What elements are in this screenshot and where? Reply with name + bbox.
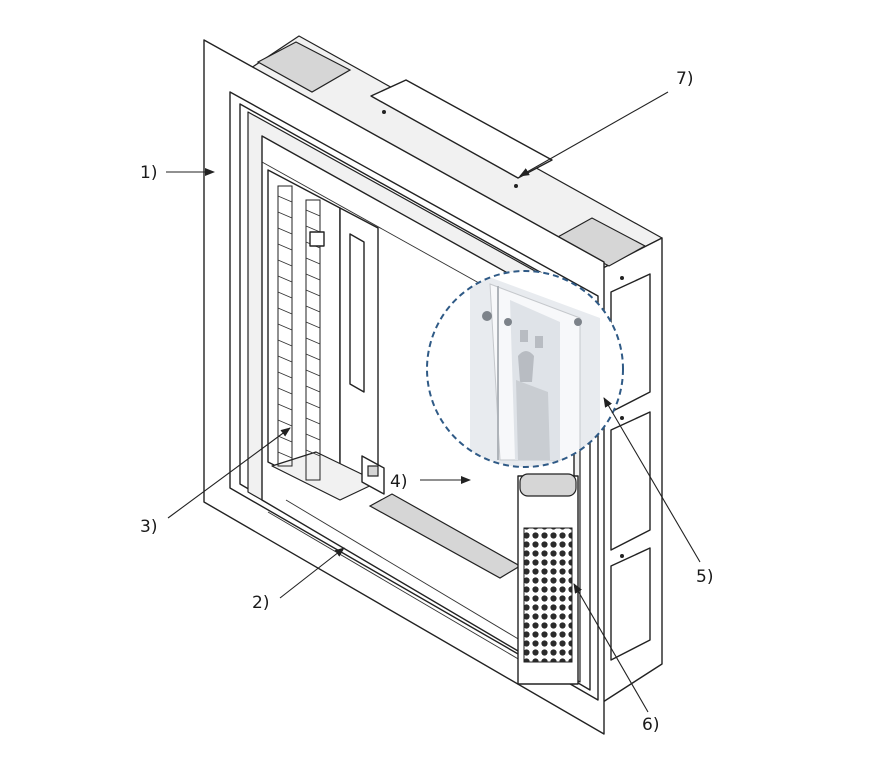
grille-side-bracket: [349, 233, 365, 393]
callout-7: 7): [519, 69, 693, 177]
grille-slats: [277, 185, 321, 481]
filter-mesh: [523, 527, 573, 663]
right-opening-3: [610, 547, 651, 661]
arrow-icon: [519, 91, 669, 177]
callout-4: 4): [390, 472, 471, 492]
callout-6: 6): [573, 583, 659, 735]
right-opening-2: [610, 411, 651, 551]
grille-frame: [267, 169, 341, 499]
grille-latch: [309, 231, 325, 247]
callout-2: 2): [252, 547, 345, 613]
filter-handle: [519, 473, 577, 497]
arrow-icon: [167, 427, 291, 519]
callout-label-2: 2): [252, 593, 269, 613]
callout-1: 1): [140, 163, 215, 183]
arrow-icon: [279, 547, 345, 599]
callout-label-5: 5): [696, 567, 713, 587]
perforated-filter: [517, 473, 579, 685]
top-opening-middle: [370, 79, 553, 179]
callout-label-7: 7): [676, 69, 693, 89]
callout-label-3: 3): [140, 517, 157, 537]
detail-view: [426, 270, 624, 468]
callout-label-1: 1): [140, 163, 157, 183]
callout-5: 5): [603, 397, 713, 587]
arrow-icon: [573, 583, 649, 713]
callout-label-4: 4): [390, 472, 407, 492]
top-opening-left: [256, 41, 352, 93]
callout-3: 3): [140, 427, 291, 537]
callout-label-6: 6): [642, 715, 659, 735]
arrow-icon: [603, 397, 701, 563]
detail-circle: [426, 270, 624, 468]
grille-section: [267, 169, 379, 501]
switch-button: [367, 465, 379, 477]
